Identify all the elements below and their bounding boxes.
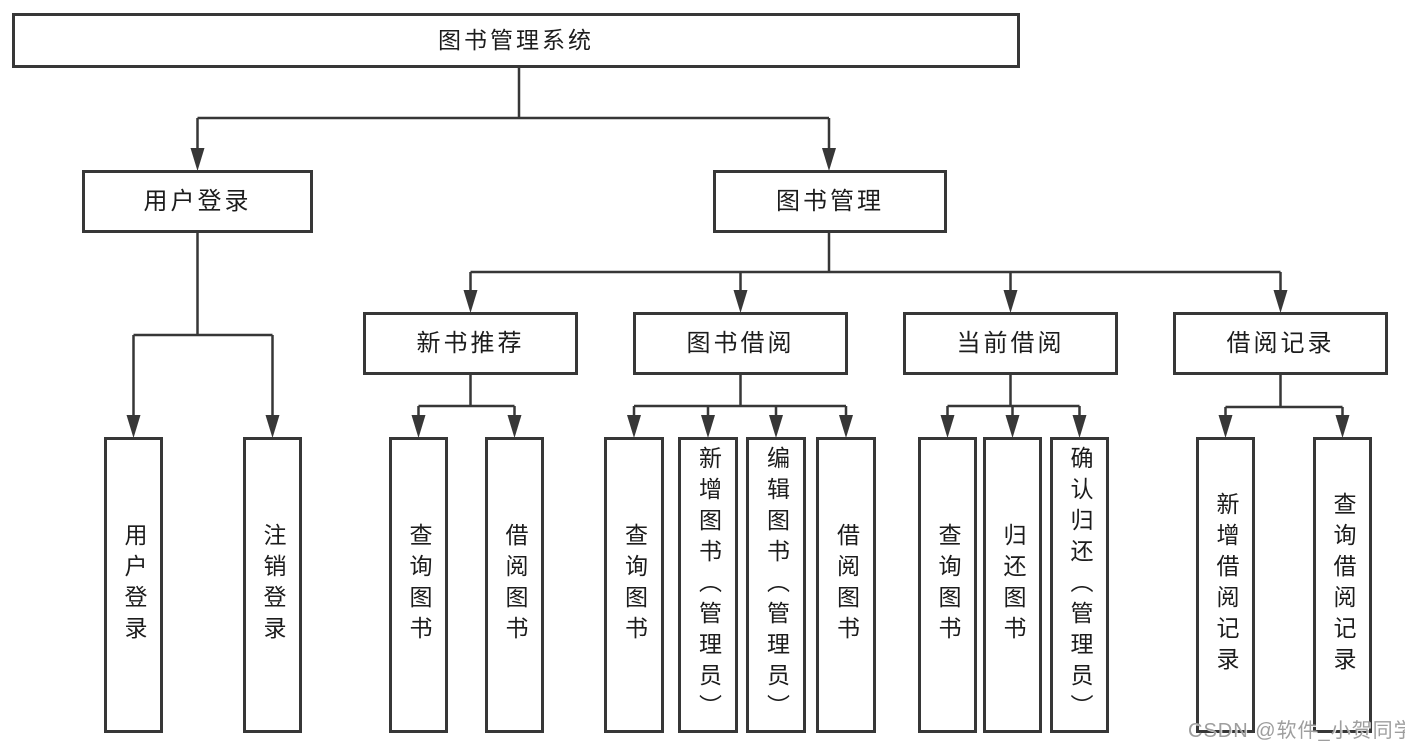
leaf-label: 借阅图书 bbox=[502, 523, 528, 647]
leaf-query-books-borrowing: 查询图书 bbox=[604, 437, 664, 733]
watermark-text: CSDN @软件_小贺同学 bbox=[1188, 720, 1405, 742]
arrowhead-icon bbox=[839, 415, 853, 438]
leaf-label: 归还图书 bbox=[1000, 523, 1026, 647]
arrowhead-icon bbox=[1003, 290, 1018, 313]
arrowhead-icon bbox=[265, 415, 280, 438]
arrowhead-icon bbox=[1273, 290, 1288, 313]
leaf-label: 新增借阅记录 bbox=[1213, 492, 1239, 678]
leaf-logout-label: 注销登录 bbox=[260, 523, 286, 647]
leaf-add-books-admin: 新增图书（管理员） bbox=[678, 437, 738, 733]
leaf-label: 查询图书 bbox=[406, 523, 432, 647]
leaf-logout: 注销登录 bbox=[243, 437, 302, 733]
node-user-login: 用户登录 bbox=[82, 170, 313, 233]
leaf-label: 查询借阅记录 bbox=[1330, 492, 1356, 678]
leaf-borrow-books-recommend: 借阅图书 bbox=[485, 437, 544, 733]
leaf-label: 借阅图书 bbox=[833, 523, 860, 647]
arrowhead-icon bbox=[627, 415, 641, 438]
arrowhead-icon bbox=[769, 415, 783, 438]
arrowhead-icon bbox=[190, 148, 205, 171]
arrowhead-icon bbox=[1072, 415, 1087, 438]
arrowhead-icon bbox=[507, 415, 522, 438]
arrowhead-icon bbox=[940, 415, 955, 438]
arrowhead-icon bbox=[822, 148, 836, 171]
leaf-user-login: 用户登录 bbox=[104, 437, 163, 733]
leaf-label: 确认归还（管理员） bbox=[1067, 445, 1093, 725]
node-book-management: 图书管理 bbox=[713, 170, 947, 233]
arrowhead-icon bbox=[1005, 415, 1020, 438]
node-current-borrowing: 当前借阅 bbox=[903, 312, 1118, 375]
leaf-label: 查询图书 bbox=[621, 523, 648, 647]
leaf-query-books-current: 查询图书 bbox=[918, 437, 977, 733]
arrowhead-icon bbox=[1335, 415, 1350, 438]
node-borrowing-records: 借阅记录 bbox=[1173, 312, 1388, 375]
node-new-book-recommendation: 新书推荐 bbox=[363, 312, 578, 375]
leaf-add-borrow-record: 新增借阅记录 bbox=[1196, 437, 1255, 733]
node-library-management-system: 图书管理系统 bbox=[12, 13, 1020, 68]
leaf-query-books-recommend: 查询图书 bbox=[389, 437, 448, 733]
leaf-query-borrow-record: 查询借阅记录 bbox=[1313, 437, 1372, 733]
leaf-label: 编辑图书（管理员） bbox=[763, 445, 790, 725]
leaf-return-books: 归还图书 bbox=[983, 437, 1042, 733]
leaf-label: 新增图书（管理员） bbox=[695, 445, 722, 725]
node-book-borrowing: 图书借阅 bbox=[633, 312, 848, 375]
arrowhead-icon bbox=[701, 415, 715, 438]
arrowhead-icon bbox=[1218, 415, 1233, 438]
arrowhead-icon bbox=[733, 290, 748, 313]
arrowhead-icon bbox=[411, 415, 426, 438]
arrowhead-icon bbox=[463, 290, 478, 313]
leaf-borrow-books: 借阅图书 bbox=[816, 437, 876, 733]
leaf-edit-books-admin: 编辑图书（管理员） bbox=[746, 437, 806, 733]
arrowhead-icon bbox=[126, 415, 141, 438]
leaf-label: 查询图书 bbox=[935, 523, 961, 647]
leaf-confirm-return-admin: 确认归还（管理员） bbox=[1050, 437, 1109, 733]
leaf-user-login-label: 用户登录 bbox=[121, 523, 147, 647]
